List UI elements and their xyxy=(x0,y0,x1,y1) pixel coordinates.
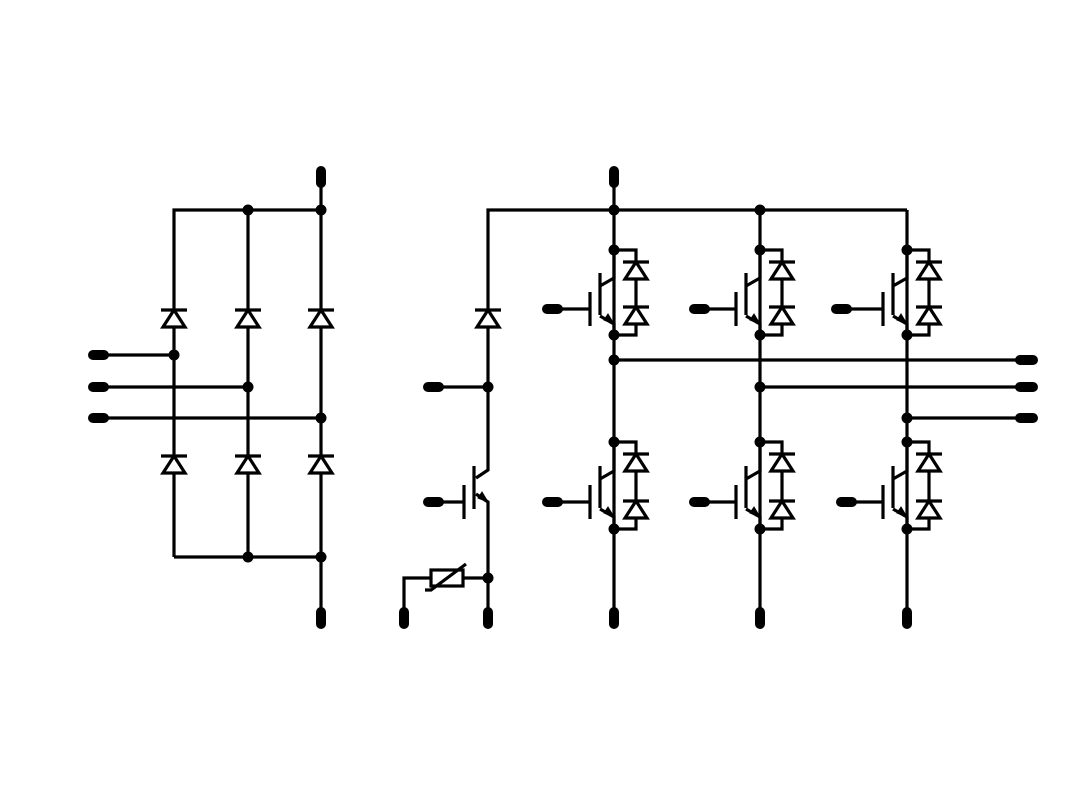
igbt-emitter-arrow xyxy=(603,506,616,519)
diode xyxy=(473,308,503,329)
wire xyxy=(614,440,638,531)
rectifier-junctions xyxy=(168,204,327,563)
chopper-wires xyxy=(433,183,907,612)
junction-dot xyxy=(608,523,620,535)
inverter-leg-1 xyxy=(542,210,1038,629)
igbt-emitter-arrow xyxy=(749,506,762,519)
diode xyxy=(767,452,797,473)
junction-dot xyxy=(754,244,766,256)
wire xyxy=(760,440,784,531)
junction-dot xyxy=(754,329,766,341)
ntc-thermistor xyxy=(402,562,488,612)
junction-dot xyxy=(901,329,913,341)
diode xyxy=(233,308,263,329)
junction-dot xyxy=(901,436,913,448)
igbt-emitter-arrow xyxy=(896,506,909,519)
junction-dot xyxy=(901,412,913,424)
wire xyxy=(745,442,762,481)
junction-dot xyxy=(608,329,620,341)
igbt-emitter-arrow xyxy=(896,313,909,326)
inverter-leg-3 xyxy=(831,210,1038,629)
brake-chopper xyxy=(399,166,907,629)
chopper-terminals xyxy=(399,166,619,629)
diode xyxy=(914,260,944,281)
diode xyxy=(233,454,263,475)
inverter-leg-2 xyxy=(689,210,1038,629)
wire xyxy=(760,248,784,337)
diode xyxy=(914,305,944,326)
junction-dot xyxy=(754,381,766,393)
igbt-emitter-arrow xyxy=(477,491,490,504)
rectifier-bridge xyxy=(88,166,336,629)
wire xyxy=(599,442,616,481)
diode xyxy=(767,305,797,326)
inverter-bridge xyxy=(542,210,1038,629)
junction-dot xyxy=(608,354,620,366)
junction-dot xyxy=(901,244,913,256)
rectifier-wires xyxy=(98,183,323,612)
diode xyxy=(767,260,797,281)
junction-dot xyxy=(754,436,766,448)
diode xyxy=(767,499,797,520)
rectifier-terminals xyxy=(88,166,326,629)
wire xyxy=(892,250,909,288)
diode xyxy=(306,308,336,329)
junction-dot xyxy=(608,436,620,448)
junction-dot xyxy=(608,244,620,256)
wire xyxy=(907,248,931,337)
diode xyxy=(621,452,651,473)
diode xyxy=(621,260,651,281)
junction-dot xyxy=(754,523,766,535)
diode xyxy=(159,308,189,329)
igbt-emitter-arrow xyxy=(749,313,762,326)
diode xyxy=(914,499,944,520)
diode xyxy=(306,454,336,475)
wire xyxy=(599,250,616,288)
wire xyxy=(745,250,762,288)
wire xyxy=(614,248,638,337)
diode xyxy=(914,452,944,473)
wire xyxy=(907,440,931,531)
diode xyxy=(621,305,651,326)
wire xyxy=(892,442,909,481)
diode xyxy=(621,499,651,520)
igbt-emitter-arrow xyxy=(603,313,616,326)
diode xyxy=(159,454,189,475)
junction-dot xyxy=(901,523,913,535)
